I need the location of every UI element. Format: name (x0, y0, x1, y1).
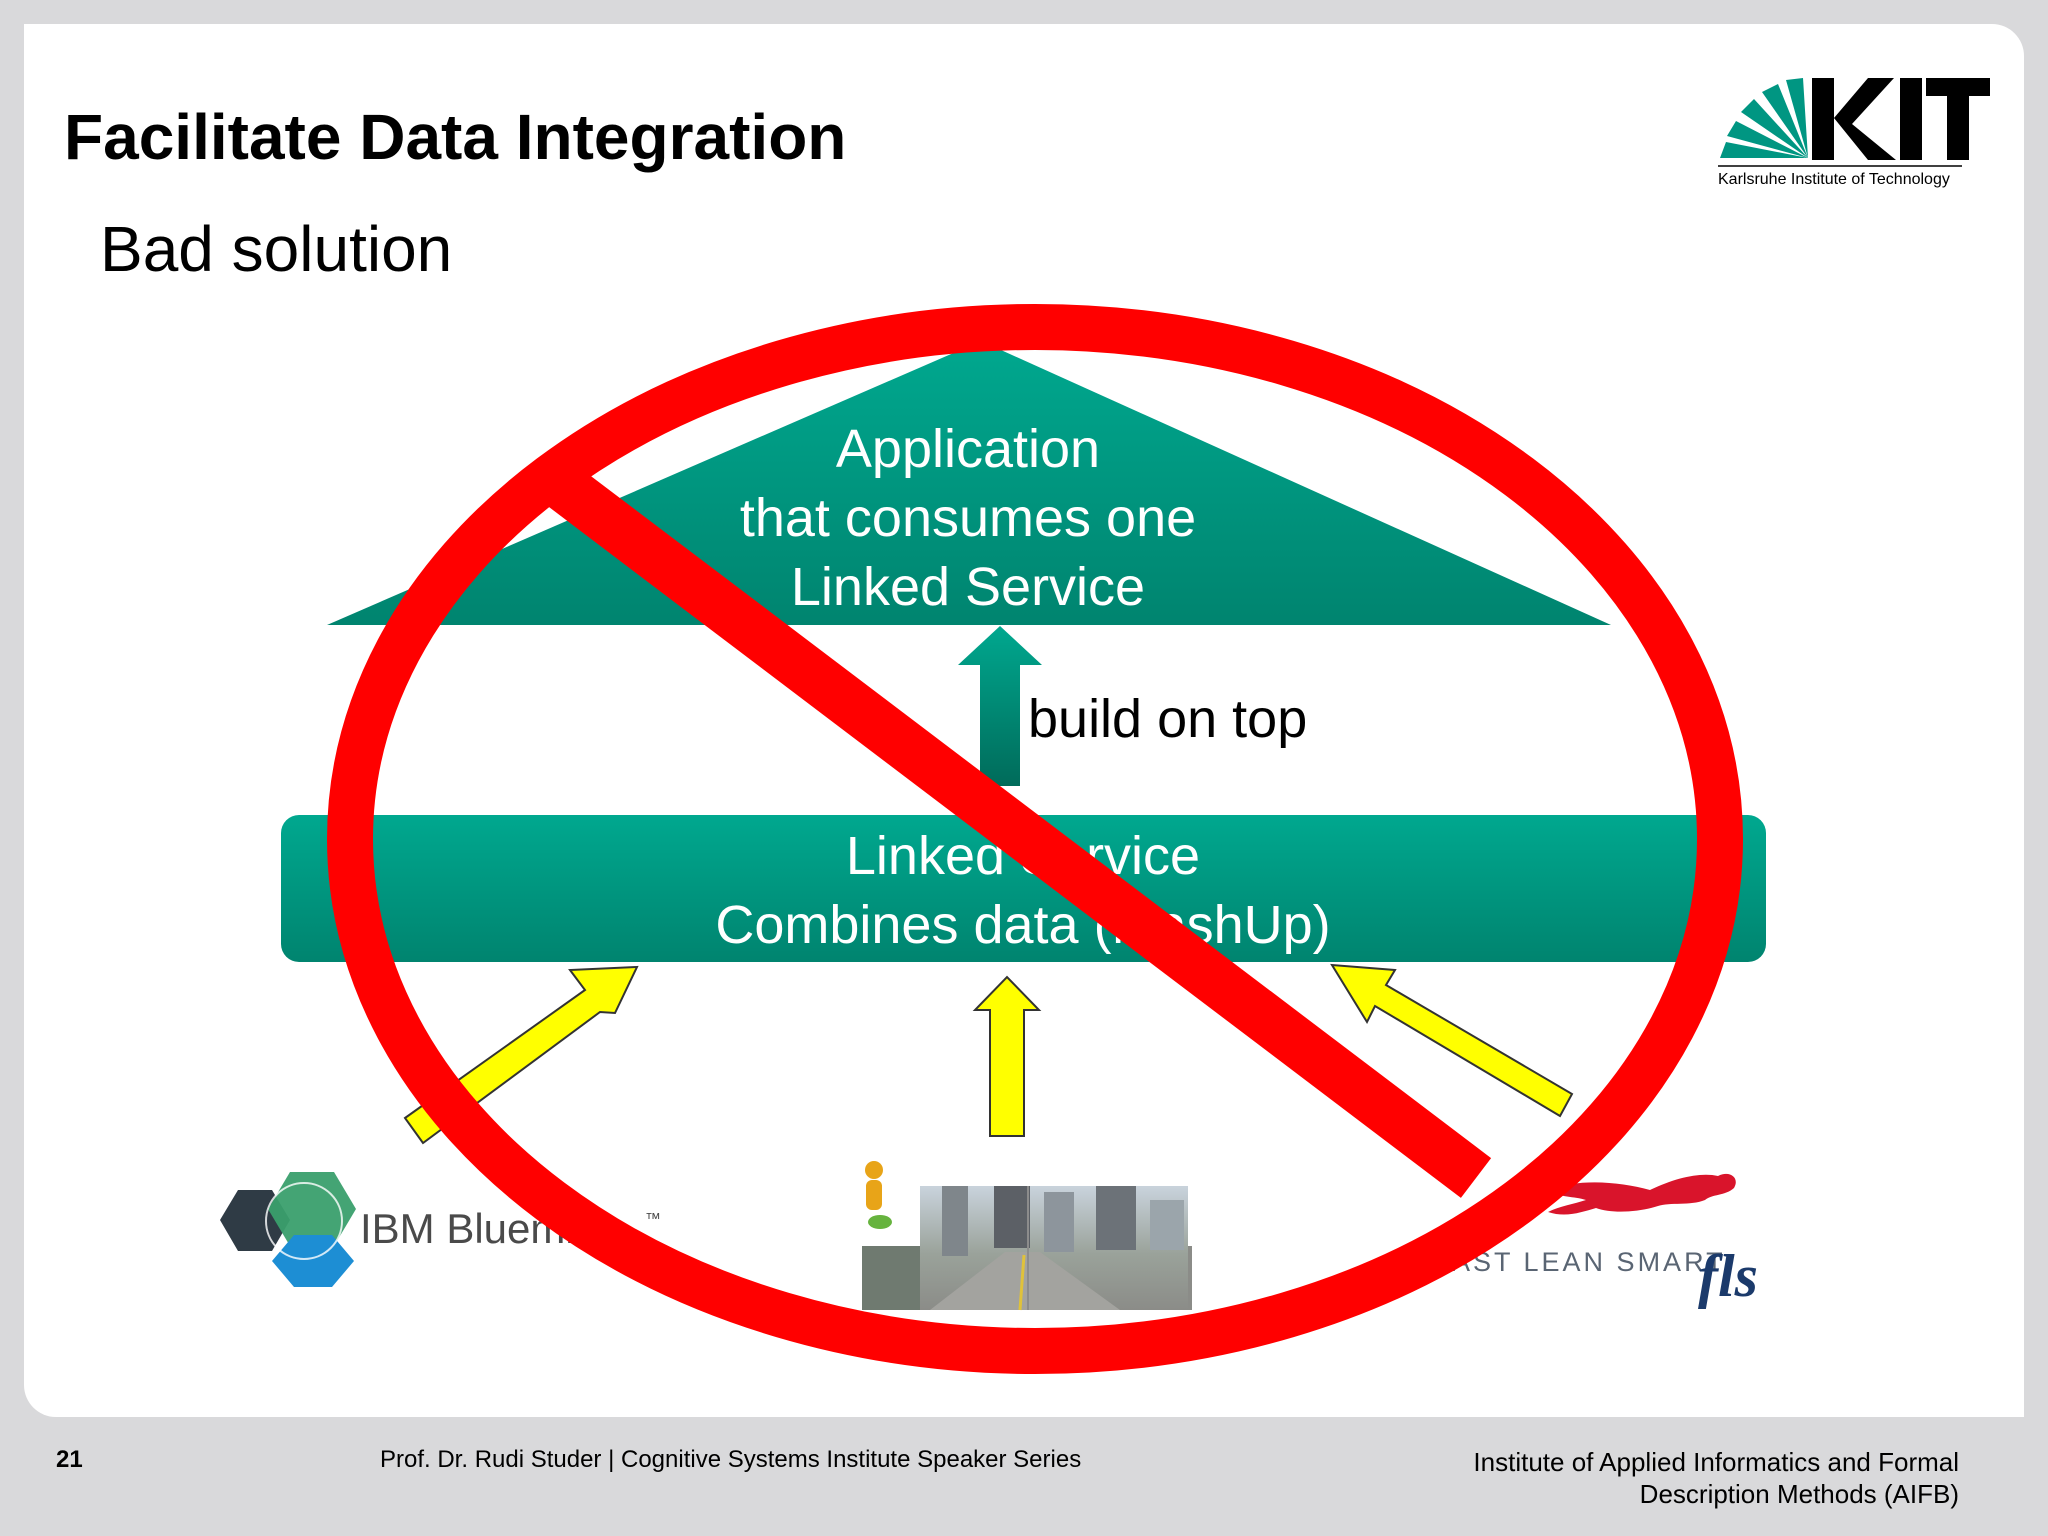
footer-institute-line-1: Institute of Applied Informatics and For… (1473, 1447, 1959, 1477)
linked-service-bar (281, 815, 1766, 962)
kit-fan-icon (1720, 78, 1808, 158)
pegman-icon (865, 1161, 892, 1229)
fls-logo: FAST LEAN SMART. fls (1434, 1173, 1758, 1309)
application-line-2: that consumes one (740, 488, 1196, 548)
footer-page-number: 21 (56, 1446, 83, 1473)
kit-tagline: Karlsruhe Institute of Technology (1718, 171, 1950, 188)
ibm-bluemix-tm: ™ (645, 1211, 661, 1228)
fls-brand: fls (1698, 1243, 1758, 1309)
application-line-1: Application (836, 419, 1100, 479)
prohibition-sign-icon (327, 304, 1743, 1374)
application-line-3: Linked Service (791, 557, 1145, 617)
linked-service-line-2: Combines data (MashUp) (715, 895, 1330, 955)
footer-institute: Institute of Applied Informatics and For… (1473, 1446, 1959, 1510)
yellow-arrow-center (972, 975, 1042, 1137)
street-view-image (862, 1186, 1192, 1311)
footer-institute-line-2: Description Methods (AIFB) (1639, 1479, 1959, 1509)
cheetah-icon (1548, 1173, 1736, 1215)
footer-speaker: Prof. Dr. Rudi Studer | Cognitive System… (380, 1446, 1082, 1473)
build-on-top-label: build on top (1028, 689, 1307, 749)
build-on-top-arrow (958, 626, 1042, 786)
ibm-bluemix-logo: IBM Bluemix ™ (220, 1172, 661, 1287)
yellow-arrow-right (1330, 963, 1574, 1118)
ibm-bluemix-hexagon-icon (220, 1172, 356, 1287)
slide-subtitle: Bad solution (100, 213, 453, 285)
kit-letters (1812, 78, 1990, 160)
kit-logo: Karlsruhe Institute of Technology (1718, 78, 1990, 188)
slide-title: Facilitate Data Integration (64, 101, 847, 173)
